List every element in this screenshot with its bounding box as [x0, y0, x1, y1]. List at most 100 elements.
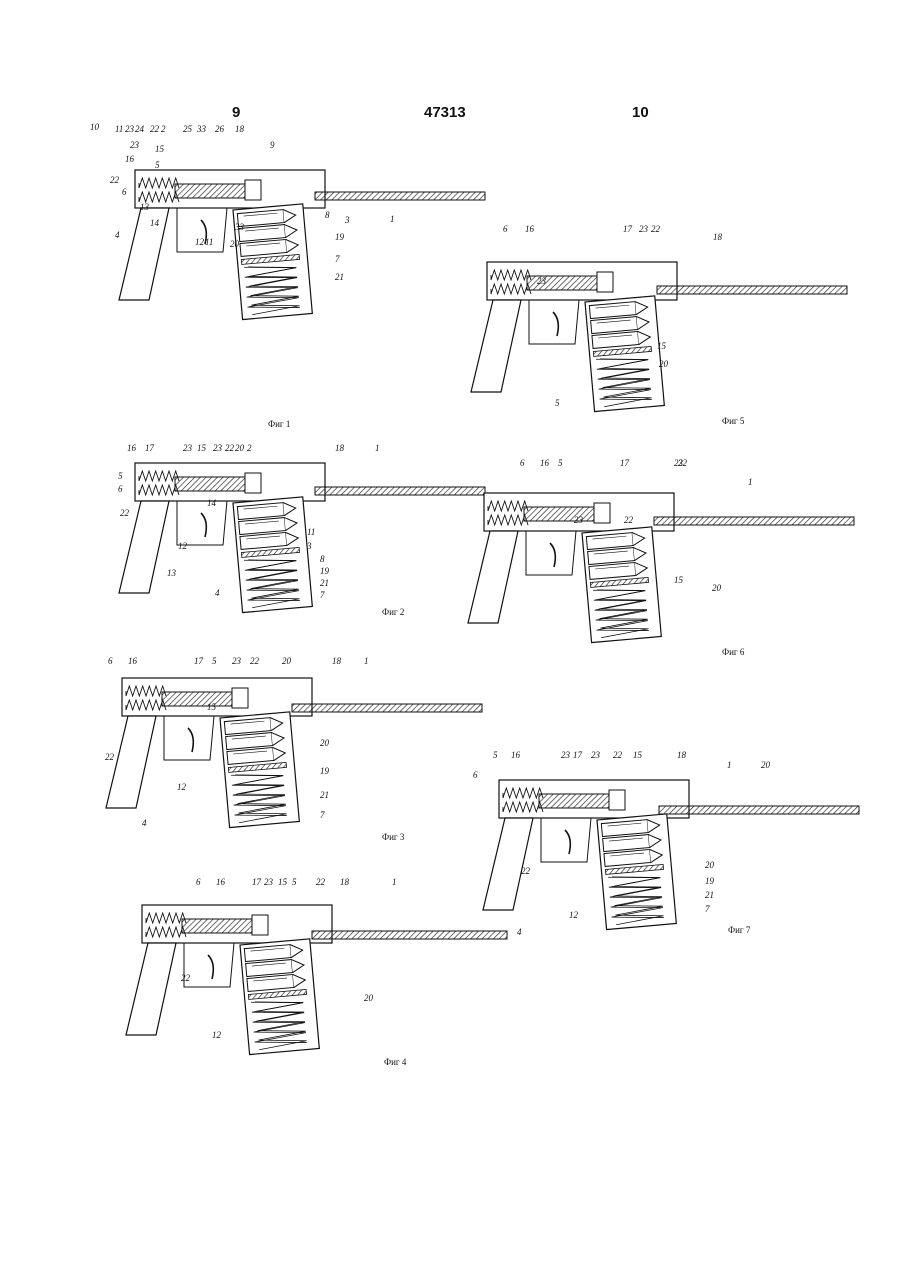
ref-label: 20	[320, 738, 330, 748]
bolt-carrier	[539, 794, 609, 808]
ref-label: 25	[183, 124, 193, 134]
barrel	[292, 704, 482, 712]
ref-label: 17	[573, 750, 583, 760]
ref-label: 17	[252, 877, 262, 887]
figure-caption: Фиг 7	[728, 925, 751, 935]
ref-label: 22	[110, 175, 120, 185]
figure-caption: Фиг 1	[268, 419, 290, 429]
ref-label: 24	[135, 124, 145, 134]
ref-label: 21	[320, 790, 329, 800]
barrel	[657, 286, 847, 294]
bolt-head	[252, 915, 268, 935]
ref-label: 8	[325, 210, 330, 220]
figure-1: 1011232422223253326189161556221413121120…	[90, 122, 485, 429]
ref-label: 15	[155, 144, 165, 154]
ref-label: 1	[375, 443, 380, 453]
ref-label: 16	[525, 224, 535, 234]
ref-label: 6	[473, 770, 478, 780]
ref-label: 18	[713, 232, 723, 242]
ref-label: 15	[633, 750, 643, 760]
ref-label: 22	[225, 443, 235, 453]
ref-label: 17	[620, 458, 630, 468]
ref-label: 22	[613, 750, 623, 760]
trigger-guard	[529, 300, 579, 344]
ref-label: 19	[320, 566, 330, 576]
pistol-grip	[106, 716, 156, 808]
ref-label: 23	[537, 276, 547, 286]
ref-label: 19	[320, 766, 330, 776]
bolt-carrier	[175, 477, 245, 491]
ref-label: 10	[90, 122, 100, 132]
barrel	[312, 931, 507, 939]
ref-label: 23	[574, 515, 584, 525]
ref-label: 16	[511, 750, 521, 760]
bolt-head	[594, 503, 610, 523]
ref-label: 1	[392, 877, 397, 887]
ref-label: 11	[307, 527, 315, 537]
bolt-carrier	[524, 507, 594, 521]
bolt-head	[245, 180, 261, 200]
ref-label: 15	[657, 341, 667, 351]
ref-label: 22	[624, 515, 634, 525]
ref-label: 7	[320, 590, 325, 600]
ref-label: 20	[761, 760, 771, 770]
ref-label: 20	[659, 359, 669, 369]
ref-label: 5	[292, 877, 297, 887]
ref-label: 20	[235, 443, 245, 453]
pistol-grip	[471, 300, 521, 392]
ref-label: 21	[320, 578, 329, 588]
ref-label: 33	[196, 124, 207, 134]
ref-label: 17	[623, 224, 633, 234]
ref-label: 5	[118, 471, 123, 481]
magazine	[240, 939, 319, 1055]
ref-label: 18	[677, 750, 687, 760]
ref-label: 5	[212, 656, 217, 666]
ref-label: 7	[705, 904, 710, 914]
ref-label: 22	[678, 458, 688, 468]
figure-caption: Фиг 4	[384, 1057, 407, 1067]
ref-label: 23	[232, 656, 242, 666]
ref-label: 14	[150, 218, 160, 228]
bolt-carrier	[182, 919, 252, 933]
ref-label: 23	[264, 877, 274, 887]
ref-label: 18	[332, 656, 342, 666]
ref-label: 14	[207, 498, 217, 508]
pistol-grip	[126, 943, 176, 1035]
barrel	[315, 487, 485, 495]
pistol-grip	[483, 818, 533, 910]
ref-label: 7	[335, 254, 340, 264]
ref-label: 2	[161, 124, 166, 134]
ref-label: 23	[561, 750, 571, 760]
trigger-guard	[177, 501, 227, 545]
ref-label: 21	[335, 272, 344, 282]
ref-label: 6	[108, 656, 113, 666]
figure-caption: Фиг 2	[382, 607, 404, 617]
bolt-head	[609, 790, 625, 810]
trigger-guard	[541, 818, 591, 862]
ref-label: 16	[128, 656, 138, 666]
ref-label: 9	[270, 140, 275, 150]
barrel	[315, 192, 485, 200]
ref-label: 17	[194, 656, 204, 666]
barrel	[659, 806, 859, 814]
ref-label: 6	[118, 484, 123, 494]
barrel	[654, 517, 854, 525]
ref-label: 16	[216, 877, 226, 887]
magazine	[233, 204, 312, 320]
ref-label: 23	[591, 750, 601, 760]
ref-label: 16	[540, 458, 550, 468]
trigger	[188, 728, 193, 752]
ref-label: 22	[651, 224, 661, 234]
ref-label: 19	[705, 876, 715, 886]
figure-caption: Фиг 5	[722, 416, 745, 426]
ref-label: 18	[235, 124, 245, 134]
bolt-carrier	[175, 184, 245, 198]
pistol-grip	[468, 531, 518, 623]
ref-label: 6	[196, 877, 201, 887]
figure-6: 6165172322123221520Фиг 6	[468, 458, 854, 657]
ref-label: 4	[115, 230, 120, 240]
ref-label: 23	[130, 140, 140, 150]
ref-label: 22	[105, 752, 115, 762]
trigger	[565, 830, 570, 854]
